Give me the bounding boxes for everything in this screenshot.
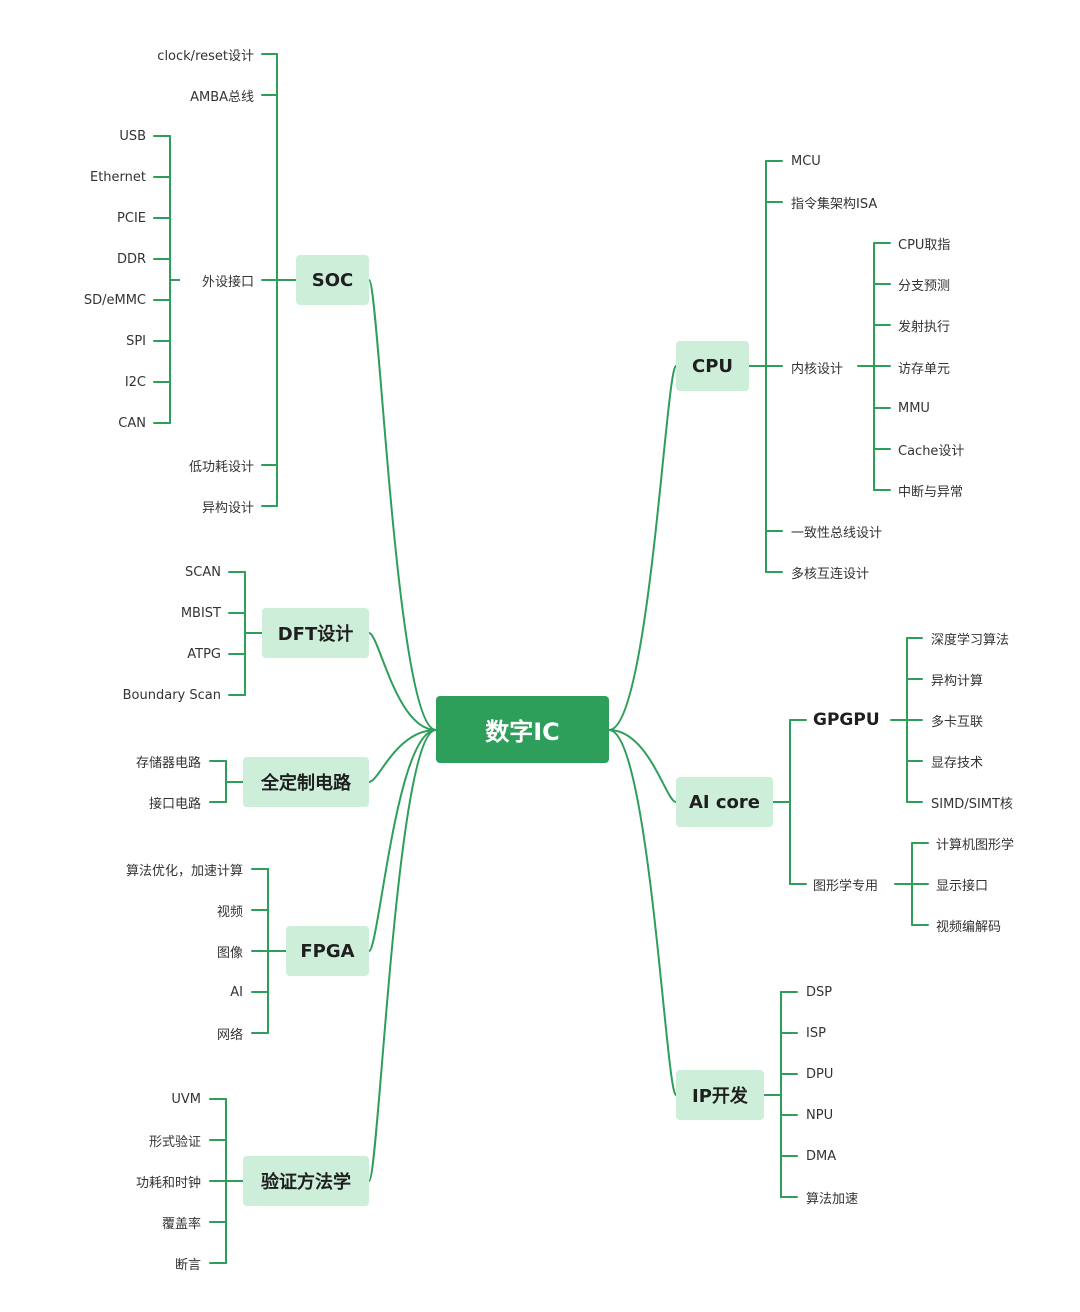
ip-item-dsp[interactable]: DSP [806, 980, 886, 1004]
gpgpu-item-hetero-compute[interactable]: 异构计算 [931, 667, 1041, 691]
soc-item-peripheral[interactable]: 外设接口 [180, 268, 254, 292]
full-custom-item-memory[interactable]: 存储器电路 [100, 749, 201, 773]
graphics-item-display[interactable]: 显示接口 [936, 872, 1036, 896]
peripheral-usb[interactable]: USB [50, 124, 146, 148]
cpu-item-core-design[interactable]: 内核设计 [791, 355, 853, 379]
dft-node[interactable]: DFT设计 [262, 608, 369, 658]
link-root-full-custom [368, 729, 437, 783]
graphics-item-cg[interactable]: 计算机图形学 [936, 831, 1036, 855]
link-root-fpga [368, 729, 437, 952]
fpga-item-network[interactable]: 网络 [95, 1021, 243, 1045]
full-custom-node[interactable]: 全定制电路 [243, 757, 369, 807]
core-item-lsu[interactable]: 访存单元 [898, 355, 998, 379]
ip-item-dma[interactable]: DMA [806, 1144, 886, 1168]
dft-item-boundary-scan[interactable]: Boundary Scan [90, 683, 221, 707]
cpu-item-multicore[interactable]: 多核互连设计 [791, 560, 911, 584]
dft-item-mbist[interactable]: MBIST [90, 601, 221, 625]
core-item-issue[interactable]: 发射执行 [898, 313, 998, 337]
peripheral-pcie[interactable]: PCIE [50, 206, 146, 230]
soc-item-hetero[interactable]: 异构设计 [150, 494, 254, 518]
gpgpu-item-simd[interactable]: SIMD/SIMT核 [931, 790, 1041, 814]
dft-item-atpg[interactable]: ATPG [90, 642, 221, 666]
core-item-fetch[interactable]: CPU取指 [898, 231, 998, 255]
gpgpu-item-multi-card[interactable]: 多卡互联 [931, 708, 1041, 732]
peripheral-ethernet[interactable]: Ethernet [50, 165, 146, 189]
ip-item-npu[interactable]: NPU [806, 1103, 886, 1127]
gpgpu-item-deep-learning[interactable]: 深度学习算法 [931, 626, 1041, 650]
gpgpu-item-vram[interactable]: 显存技术 [931, 749, 1041, 773]
link-root-ip [608, 729, 677, 1096]
core-item-mmu[interactable]: MMU [898, 396, 998, 420]
soc-item-low-power[interactable]: 低功耗设计 [150, 453, 254, 477]
dft-item-scan[interactable]: SCAN [90, 560, 221, 584]
verification-item-formal[interactable]: 形式验证 [100, 1128, 201, 1152]
verification-item-power-clock[interactable]: 功耗和时钟 [100, 1169, 201, 1193]
core-item-interrupt[interactable]: 中断与异常 [898, 478, 998, 502]
ip-node[interactable]: IP开发 [676, 1070, 764, 1120]
ai-core-node[interactable]: AI core [676, 777, 773, 827]
peripheral-sd-emmc[interactable]: SD/eMMC [50, 288, 146, 312]
soc-item-amba[interactable]: AMBA总线 [120, 83, 254, 107]
fpga-item-video[interactable]: 视频 [95, 898, 243, 922]
link-root-ai-core [608, 729, 677, 803]
fpga-item-ai[interactable]: AI [95, 980, 243, 1004]
full-custom-item-interface[interactable]: 接口电路 [100, 790, 201, 814]
peripheral-ddr[interactable]: DDR [50, 247, 146, 271]
fpga-item-image[interactable]: 图像 [95, 939, 243, 963]
peripheral-i2c[interactable]: I2C [50, 370, 146, 394]
soc-node[interactable]: SOC [296, 255, 369, 305]
link-root-soc [368, 279, 437, 731]
cpu-item-isa[interactable]: 指令集架构ISA [791, 190, 911, 214]
verification-item-uvm[interactable]: UVM [100, 1087, 201, 1111]
graphics-item-codec[interactable]: 视频编解码 [936, 913, 1036, 937]
fpga-item-algorithm[interactable]: 算法优化，加速计算 [95, 857, 243, 881]
gpgpu-node[interactable]: GPGPU [813, 706, 889, 734]
verification-item-assertion[interactable]: 断言 [100, 1251, 201, 1275]
ip-item-isp[interactable]: ISP [806, 1021, 886, 1045]
core-item-branch[interactable]: 分支预测 [898, 272, 998, 296]
graphics-node[interactable]: 图形学专用 [813, 872, 893, 896]
ip-item-dpu[interactable]: DPU [806, 1062, 886, 1086]
link-root-verification [368, 729, 437, 1182]
link-root-cpu [608, 365, 677, 731]
ip-item-algo-accel[interactable]: 算法加速 [806, 1185, 886, 1209]
peripheral-spi[interactable]: SPI [50, 329, 146, 353]
root-node[interactable]: 数字IC [436, 696, 609, 763]
soc-item-clock-reset[interactable]: clock/reset设计 [120, 42, 254, 66]
verification-node[interactable]: 验证方法学 [243, 1156, 369, 1206]
peripheral-can[interactable]: CAN [50, 411, 146, 435]
verification-item-coverage[interactable]: 覆盖率 [100, 1210, 201, 1234]
link-root-dft [368, 632, 437, 731]
cpu-node[interactable]: CPU [676, 341, 749, 391]
core-item-cache[interactable]: Cache设计 [898, 437, 998, 461]
cpu-item-coherent-bus[interactable]: 一致性总线设计 [791, 519, 911, 543]
cpu-item-mcu[interactable]: MCU [791, 149, 911, 173]
fpga-node[interactable]: FPGA [286, 926, 369, 976]
